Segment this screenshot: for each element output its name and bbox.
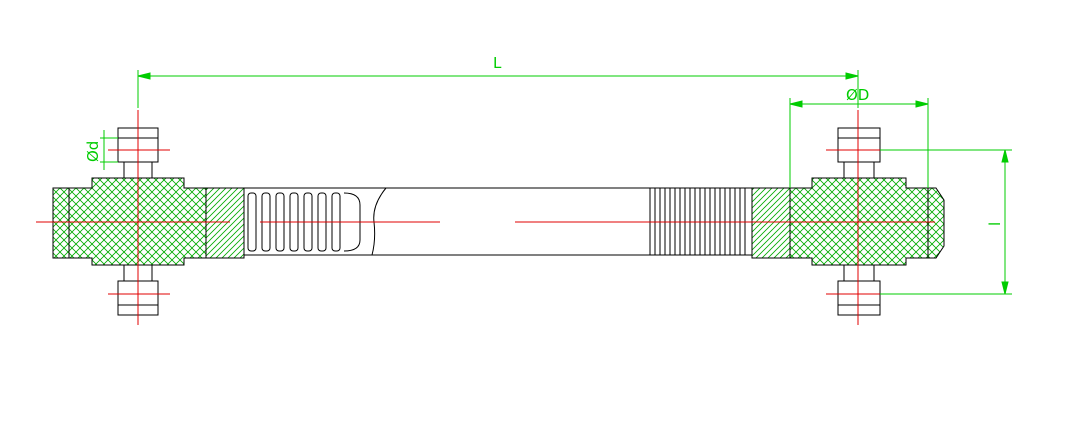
right-end-assembly — [751, 127, 945, 316]
dimension-outer-diameter-label: ØD — [846, 86, 869, 104]
dimension-pin-diameter-label: Ød — [84, 141, 102, 162]
dimension-height-label: l — [986, 222, 1004, 226]
right-rubber-block — [751, 187, 791, 259]
left-boss-cap — [52, 187, 70, 259]
dimension-length-label: L — [493, 54, 502, 72]
right-pin-top — [837, 127, 881, 163]
dimensions — [100, 70, 1012, 295]
right-boss-cap — [927, 187, 945, 259]
centerlines — [36, 110, 935, 325]
left-rubber-block — [205, 187, 245, 259]
right-pin-bottom — [837, 280, 881, 316]
